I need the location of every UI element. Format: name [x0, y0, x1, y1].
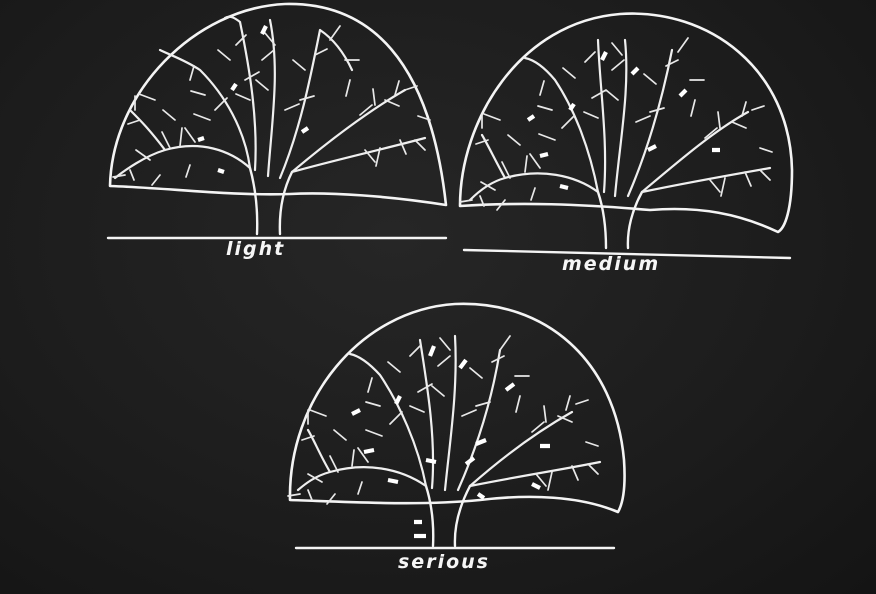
- tree-light: [108, 4, 446, 238]
- trunk-serious: [426, 486, 470, 546]
- caption-light: light: [226, 238, 285, 260]
- tree-serious: [288, 304, 625, 548]
- trunk-medium: [598, 192, 642, 248]
- tree-medium: [460, 14, 792, 258]
- twigs-serious: [288, 336, 598, 504]
- trunk-light: [250, 168, 292, 234]
- caption-serious: serious: [398, 551, 490, 573]
- crown-outline-serious: [290, 304, 625, 512]
- caption-medium: medium: [562, 253, 660, 275]
